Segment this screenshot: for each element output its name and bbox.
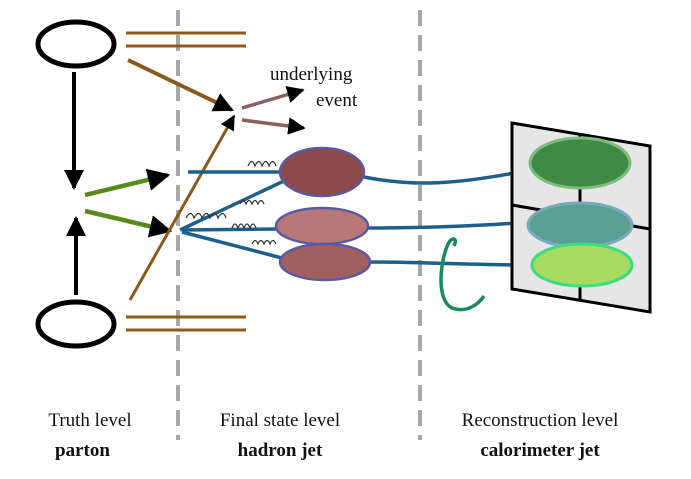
- proton-bottom-oval: [35, 299, 117, 349]
- calorimeter-cluster-top: [528, 136, 632, 190]
- track-top-continue: [363, 168, 531, 185]
- beam-remnant-bottom: [126, 315, 246, 332]
- hadron-middle: [274, 206, 370, 246]
- track-fork-down: [181, 230, 283, 260]
- track-mid-continue: [367, 220, 531, 230]
- parton-green-upper: [84, 168, 171, 198]
- parton-brown-from-top: [127, 58, 234, 112]
- calorimeter-cluster-bottom: [530, 242, 634, 288]
- proton-top-oval: [35, 19, 117, 69]
- level-final-state-title: Final state level: [219, 410, 341, 431]
- level-truth-title: Truth level: [48, 410, 132, 431]
- hadron-bottom: [278, 242, 372, 282]
- level-truth-subtitle: parton: [55, 440, 110, 461]
- gluon-curls: [185, 160, 277, 246]
- calorimeter-cluster-middle: [526, 201, 634, 249]
- underlying-event-arrow-upper: [241, 86, 305, 110]
- level-reconstruction-title: Reconstruction level: [461, 410, 619, 431]
- beam-remnant-top: [126, 31, 246, 48]
- underlying-event-label-line2: event: [316, 90, 358, 111]
- parton-brown-from-bottom: [128, 114, 236, 301]
- track-fork-up: [179, 178, 287, 232]
- level-reconstruction-subtitle: calorimeter jet: [480, 440, 600, 461]
- underlying-event-arrow-lower: [241, 117, 306, 135]
- track-mid: [181, 227, 279, 232]
- underlying-event-label-line1: underlying: [270, 64, 353, 85]
- hadron-top: [278, 146, 366, 198]
- parton-green-lower: [84, 208, 173, 238]
- level-final-state-subtitle: hadron jet: [237, 440, 323, 461]
- track-bottom-continue: [369, 260, 531, 267]
- looping-particle: [439, 237, 486, 312]
